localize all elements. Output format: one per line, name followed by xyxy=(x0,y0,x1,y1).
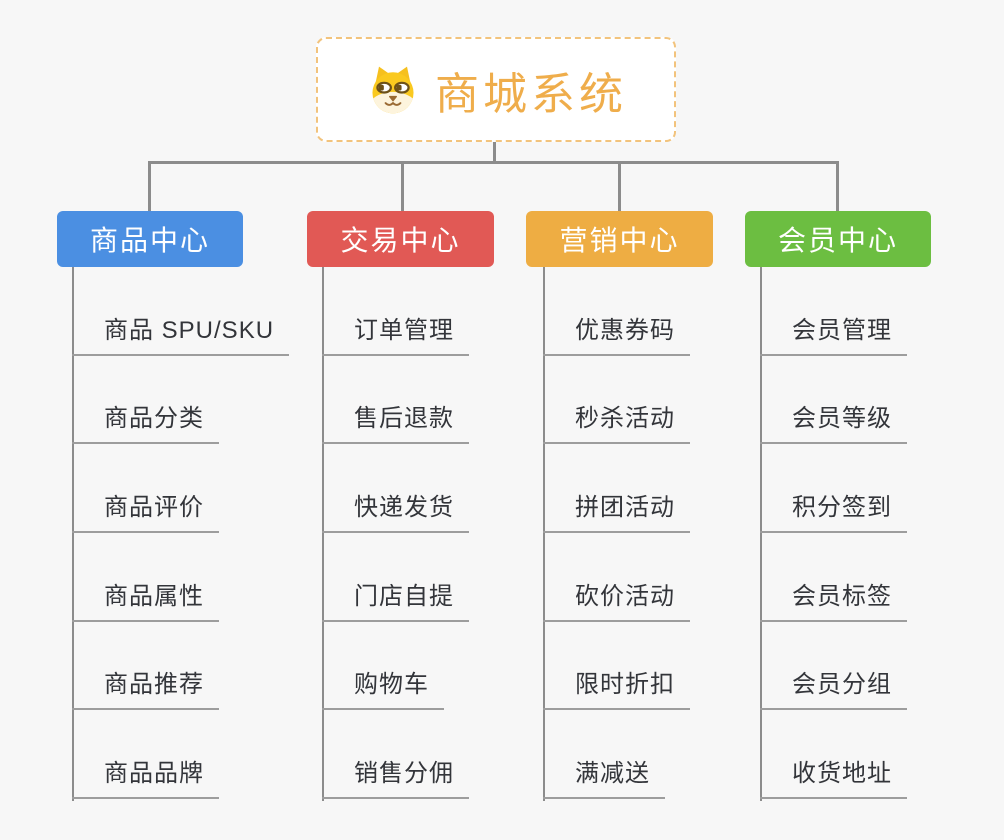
subtopic-node[interactable]: 积分签到 xyxy=(760,487,907,534)
connector-drop-marketing xyxy=(618,161,621,211)
subtopic-node[interactable]: 快递发货 xyxy=(322,487,469,534)
root-topic-label: 商城系统 xyxy=(435,69,627,119)
subtopic-node[interactable]: 商品 SPU/SKU xyxy=(72,310,290,356)
connector-root-stub xyxy=(493,142,496,163)
connector-drop-member xyxy=(836,161,839,211)
subtopics-trade: 订单管理 售后退款 快递发货 门店自提 购物车 销售分佣 xyxy=(322,267,469,800)
subtopic-node[interactable]: 商品分类 xyxy=(72,398,219,445)
subtopic-node[interactable]: 商品推荐 xyxy=(72,664,219,711)
subtopic-node[interactable]: 限时折扣 xyxy=(543,664,690,711)
root-topic-node[interactable]: 商城系统 xyxy=(316,37,676,142)
subtopic-node[interactable]: 会员分组 xyxy=(760,664,907,711)
connector-drop-product xyxy=(148,161,151,211)
subtopic-node[interactable]: 商品品牌 xyxy=(72,753,219,800)
subtopic-node[interactable]: 购物车 xyxy=(322,664,444,711)
trunk-product xyxy=(72,267,74,801)
subtopic-node[interactable]: 商品属性 xyxy=(72,576,219,622)
subtopic-node[interactable]: 满减送 xyxy=(543,753,665,800)
dog-face-icon xyxy=(372,66,414,113)
subtopic-node[interactable]: 销售分佣 xyxy=(322,753,469,800)
branch-label: 交易中心 xyxy=(340,225,461,256)
subtopics-product: 商品 SPU/SKU 商品分类 商品评价 商品属性 商品推荐 商品品牌 xyxy=(72,267,290,800)
subtopic-node[interactable]: 商品评价 xyxy=(72,487,219,534)
subtopic-node[interactable]: 会员等级 xyxy=(760,398,907,445)
trunk-trade xyxy=(322,267,324,801)
connector-drop-trade xyxy=(401,161,404,211)
subtopic-node[interactable]: 会员管理 xyxy=(760,310,907,356)
subtopic-node[interactable]: 门店自提 xyxy=(322,576,469,622)
subtopics-marketing: 优惠券码 秒杀活动 拼团活动 砍价活动 限时折扣 满减送 xyxy=(543,267,690,800)
subtopic-node[interactable]: 秒杀活动 xyxy=(543,398,690,445)
branch-node-marketing[interactable]: 营销中心 xyxy=(526,211,713,267)
subtopic-node[interactable]: 优惠券码 xyxy=(543,310,690,356)
branch-node-member[interactable]: 会员中心 xyxy=(745,211,931,267)
trunk-marketing xyxy=(543,267,545,801)
branch-node-trade[interactable]: 交易中心 xyxy=(307,211,494,267)
trunk-member xyxy=(760,267,762,801)
branch-label: 商品中心 xyxy=(89,225,210,256)
subtopic-node[interactable]: 收货地址 xyxy=(760,753,907,800)
branch-label: 会员中心 xyxy=(777,225,898,256)
branch-label: 营销中心 xyxy=(559,225,680,256)
subtopics-member: 会员管理 会员等级 积分签到 会员标签 会员分组 收货地址 xyxy=(760,267,907,800)
subtopic-node[interactable]: 售后退款 xyxy=(322,398,469,445)
subtopic-node[interactable]: 会员标签 xyxy=(760,576,907,622)
subtopic-node[interactable]: 砍价活动 xyxy=(543,576,690,622)
connector-bus xyxy=(148,161,839,164)
subtopic-node[interactable]: 订单管理 xyxy=(322,310,469,356)
branch-node-product[interactable]: 商品中心 xyxy=(57,211,243,267)
subtopic-node[interactable]: 拼团活动 xyxy=(543,487,690,534)
